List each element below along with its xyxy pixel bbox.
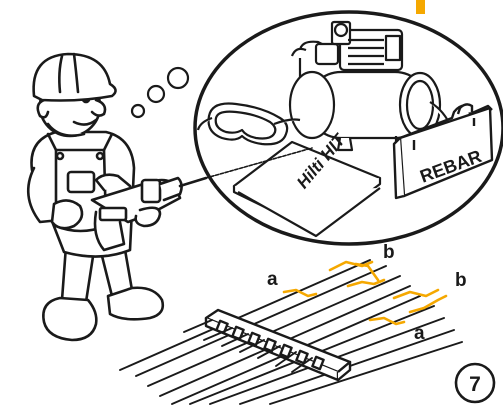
step-number: 7 [469, 373, 481, 396]
callout-label-b: b [383, 242, 395, 263]
rebar-bars [120, 260, 462, 404]
dimension-markers [284, 262, 446, 324]
callout-label-b: b [455, 270, 467, 291]
rebar-template-icon [120, 260, 462, 404]
accent-tab [416, 0, 425, 14]
step-number-badge: 7 [456, 364, 494, 402]
callout-label-a: a [267, 269, 278, 290]
callout-label-a: a [414, 323, 425, 344]
